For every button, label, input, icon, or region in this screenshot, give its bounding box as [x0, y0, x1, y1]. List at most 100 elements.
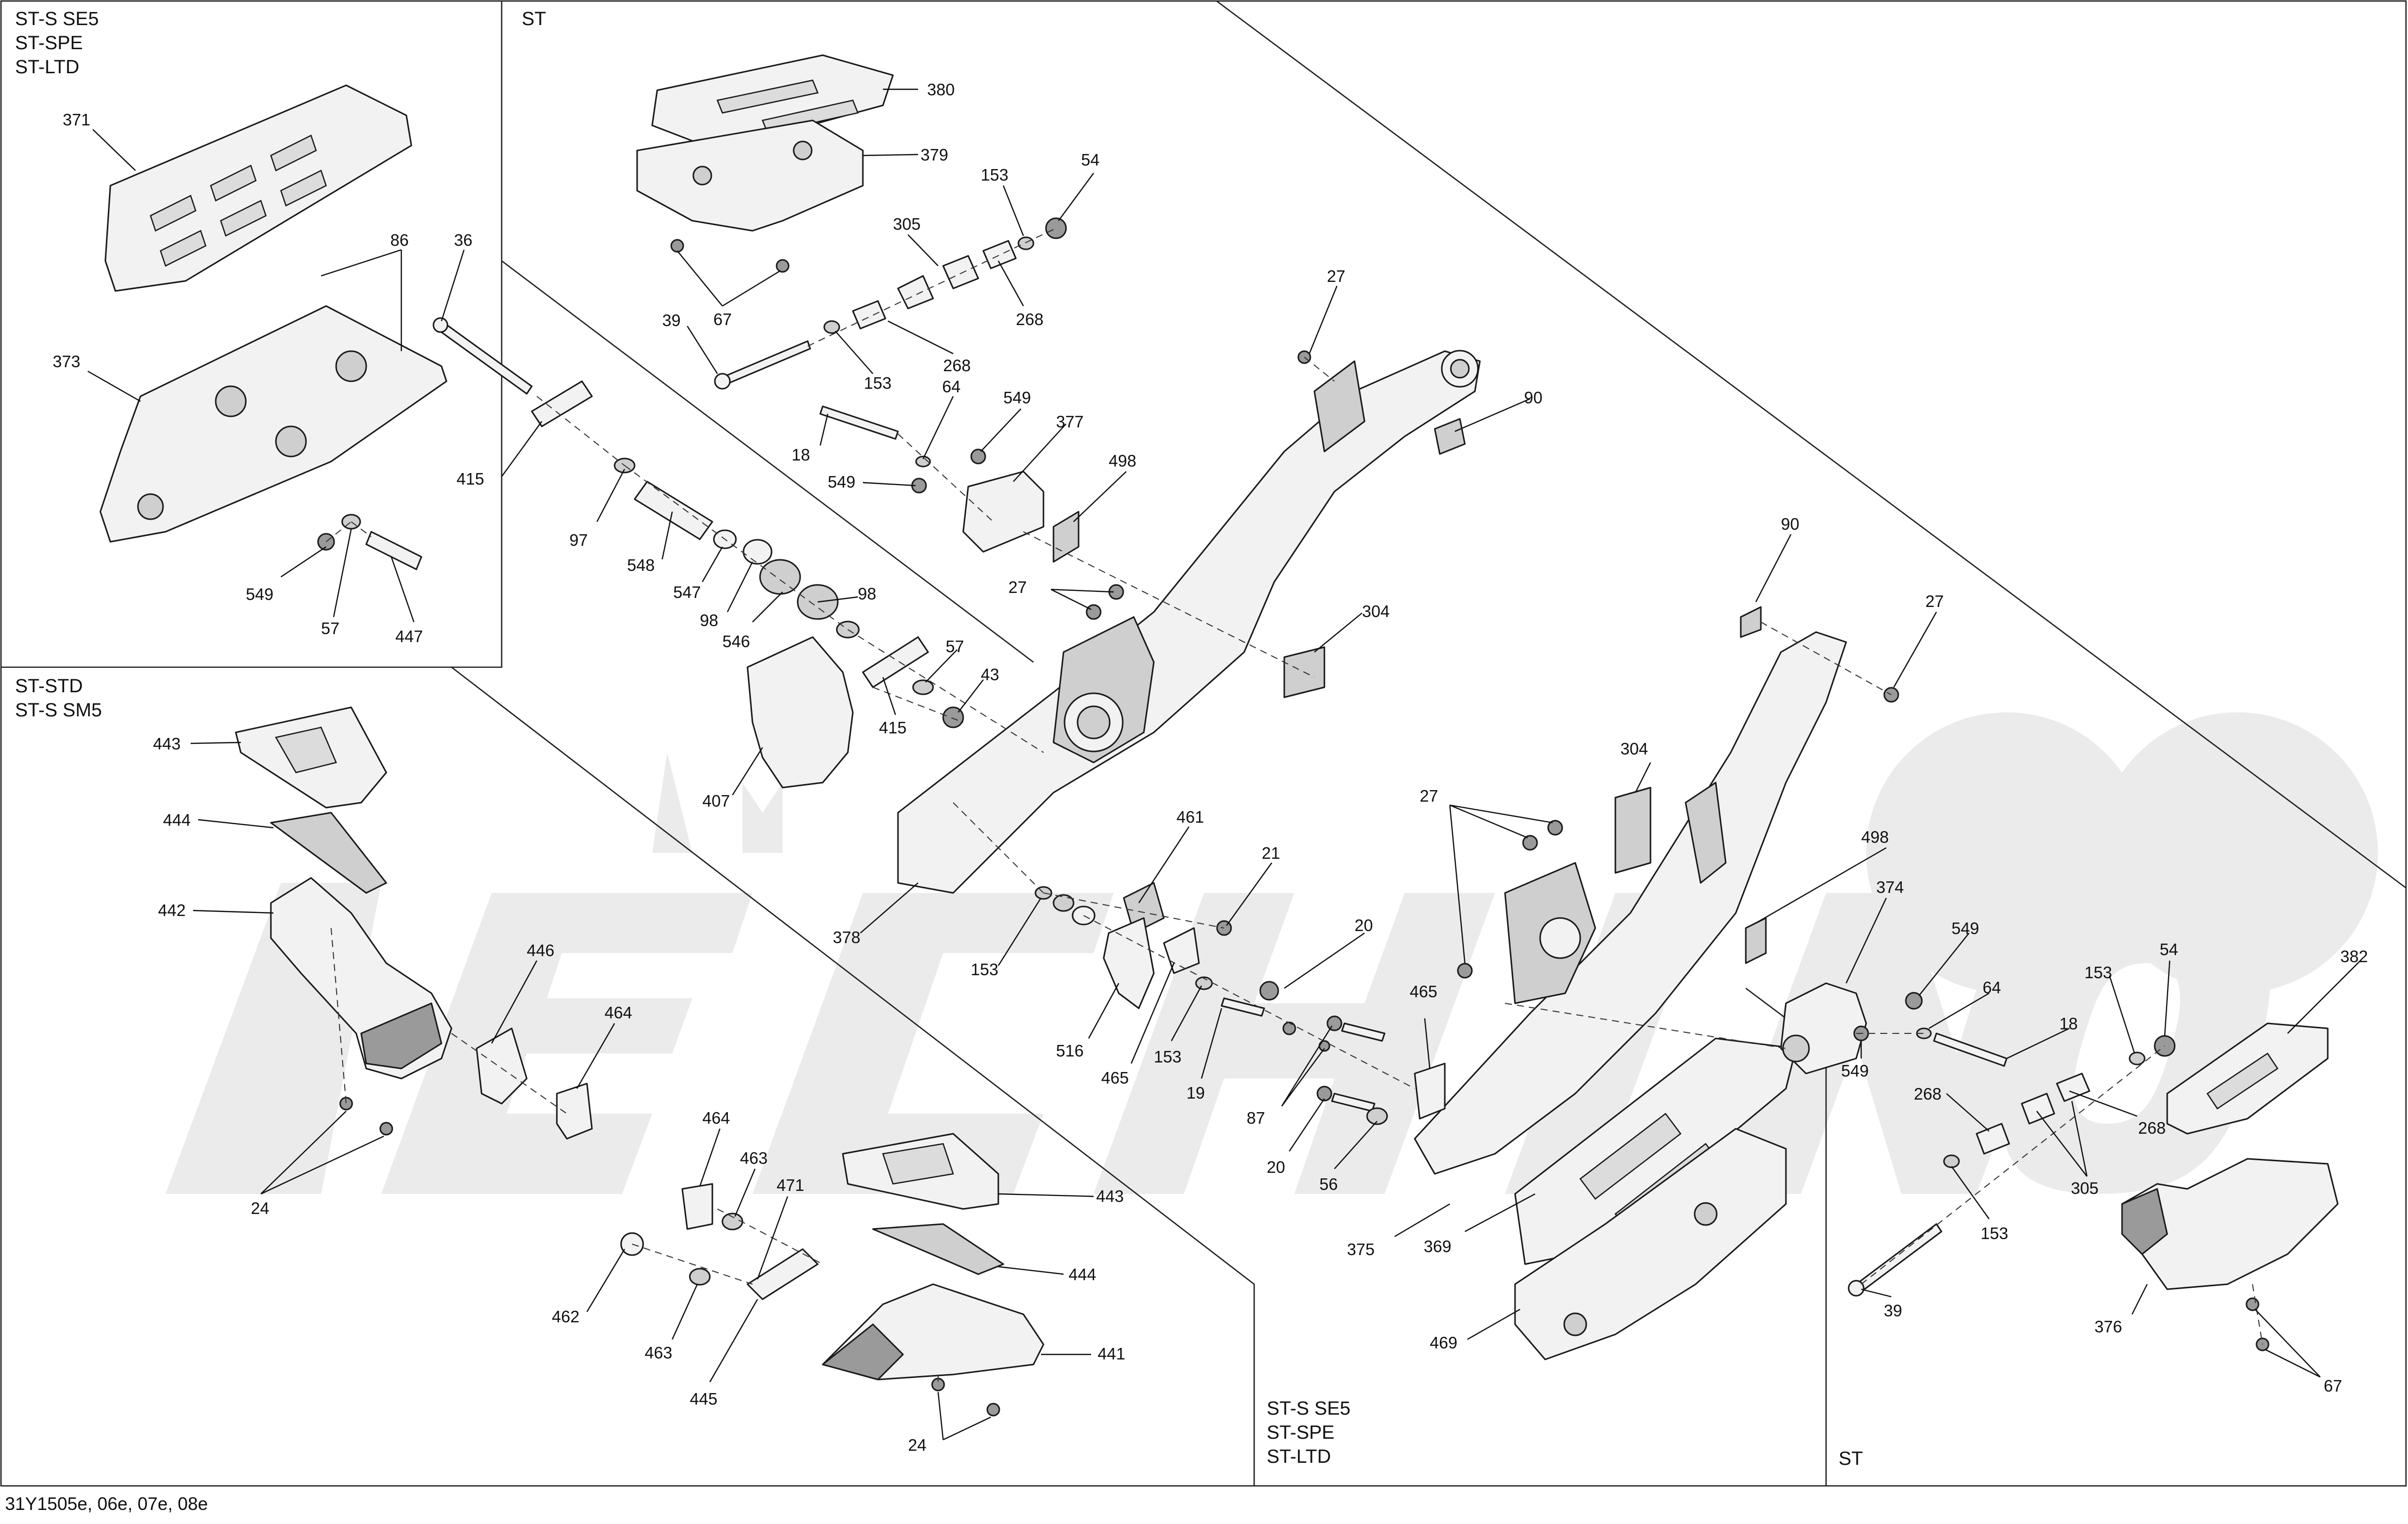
callout-469: 469: [1430, 1333, 1457, 1352]
callout-268: 268: [2138, 1119, 2166, 1137]
section-borders: [0, 0, 2407, 1487]
section-label-bottom-mid: ST-S SE5 ST-SPE ST-LTD: [1267, 1398, 1350, 1467]
callout-24: 24: [908, 1436, 927, 1454]
model-label: ST-STD: [15, 676, 83, 697]
callout-516: 516: [1056, 1041, 1084, 1060]
callout-153: 153: [2084, 963, 2112, 982]
callout-447: 447: [395, 627, 423, 646]
callout-24: 24: [251, 1199, 269, 1217]
callout-462: 462: [552, 1307, 579, 1326]
callout-56: 56: [1319, 1175, 1338, 1193]
callout-27: 27: [1925, 592, 1944, 611]
model-label: ST-LTD: [15, 57, 79, 78]
callout-153: 153: [1154, 1047, 1181, 1066]
callout-57: 57: [321, 619, 340, 638]
callout-471: 471: [777, 1176, 804, 1194]
callout-378: 378: [833, 928, 860, 947]
model-label: ST-LTD: [1267, 1446, 1331, 1467]
callout-97: 97: [569, 531, 588, 549]
callout-548: 548: [627, 556, 655, 574]
callout-369: 369: [1424, 1237, 1451, 1256]
callout-376: 376: [2094, 1317, 2122, 1336]
callout-443: 443: [153, 734, 181, 753]
callout-305: 305: [2071, 1179, 2098, 1197]
section-label-mid-left: ST-STD ST-S SM5: [15, 676, 102, 721]
callout-27: 27: [1327, 267, 1345, 285]
callout-305: 305: [893, 215, 921, 233]
model-label: ST-S SE5: [1267, 1398, 1350, 1419]
callout-20: 20: [1354, 916, 1373, 935]
callout-498: 498: [1861, 828, 1889, 846]
callout-304: 304: [1362, 602, 1390, 621]
callout-549: 549: [1841, 1061, 1869, 1080]
callout-19: 19: [1186, 1084, 1205, 1102]
callout-64: 64: [1983, 978, 2001, 997]
watermark: [166, 712, 2378, 1194]
callout-443: 443: [1096, 1187, 1124, 1205]
callout-304: 304: [1620, 739, 1648, 758]
callout-464: 464: [605, 1003, 632, 1022]
callout-442: 442: [158, 901, 186, 920]
callout-498: 498: [1109, 451, 1136, 470]
callout-67: 67: [713, 310, 732, 329]
assembly-lines: [326, 228, 2263, 1385]
callout-444: 444: [1069, 1265, 1096, 1284]
callout-86: 86: [390, 231, 409, 249]
callout-549: 549: [1003, 388, 1031, 407]
callout-64: 64: [942, 377, 961, 396]
callout-153: 153: [981, 166, 1008, 184]
callout-268: 268: [1016, 310, 1043, 329]
callout-374: 374: [1876, 878, 1904, 896]
section-label-bottom-right: ST: [1839, 1448, 1863, 1469]
callout-90: 90: [1524, 388, 1543, 407]
callout-549: 549: [828, 473, 855, 491]
callout-415: 415: [879, 718, 907, 737]
callout-373: 373: [53, 352, 80, 371]
callout-441: 441: [1098, 1344, 1125, 1363]
section-label-top-left: ST-S SE5 ST-SPE ST-LTD: [15, 9, 99, 78]
callout-39: 39: [662, 311, 681, 330]
callout-98: 98: [858, 584, 876, 603]
callout-18: 18: [2059, 1014, 2078, 1033]
model-label: ST-SPE: [1267, 1422, 1334, 1443]
callout-465: 465: [1410, 982, 1437, 1001]
callouts: 371 86 36 373 415 97 548 547 98 546 98 5…: [53, 80, 2368, 1454]
model-label: ST-S SE5: [15, 9, 99, 30]
model-label: ST-S SM5: [15, 700, 102, 721]
callout-36: 36: [454, 231, 473, 249]
diagram-code: 31Y1505e, 06e, 07e, 08e: [5, 1493, 208, 1514]
callout-549: 549: [1951, 919, 1979, 938]
callout-268: 268: [943, 356, 971, 375]
callout-464: 464: [702, 1109, 730, 1127]
callout-90: 90: [1781, 515, 1799, 533]
callout-57: 57: [946, 637, 964, 656]
callout-380: 380: [927, 80, 955, 99]
callout-27: 27: [1420, 787, 1438, 805]
callout-547: 547: [673, 583, 701, 601]
callout-21: 21: [1262, 844, 1280, 862]
callout-153: 153: [971, 960, 998, 979]
callout-54: 54: [1081, 150, 1100, 169]
callout-153: 153: [1981, 1224, 2008, 1243]
callout-375: 375: [1347, 1240, 1375, 1259]
callout-546: 546: [722, 632, 750, 651]
callout-549: 549: [246, 585, 273, 603]
callout-407: 407: [702, 792, 730, 810]
callout-43: 43: [981, 665, 999, 684]
callout-54: 54: [2160, 940, 2178, 959]
callout-20: 20: [1267, 1158, 1285, 1176]
callout-371: 371: [63, 110, 90, 129]
callout-461: 461: [1176, 808, 1204, 826]
callout-268: 268: [1914, 1085, 1941, 1103]
callout-444: 444: [163, 811, 191, 829]
callout-382: 382: [2340, 947, 2368, 966]
callout-98: 98: [700, 611, 718, 630]
callout-153: 153: [864, 374, 891, 392]
callout-463: 463: [645, 1343, 672, 1362]
callout-87: 87: [1247, 1109, 1265, 1127]
callout-415: 415: [457, 470, 484, 488]
callout-39: 39: [1884, 1301, 1902, 1320]
callout-446: 446: [527, 941, 554, 960]
